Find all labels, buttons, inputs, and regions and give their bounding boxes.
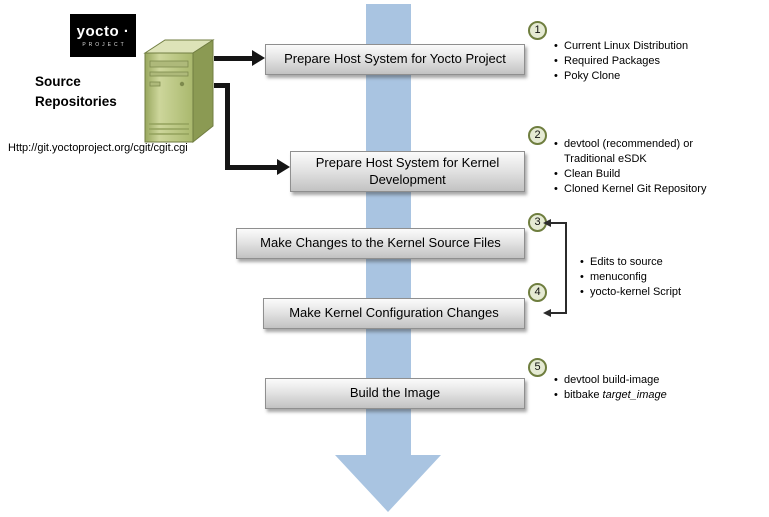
bracket-step3-arrowhead-icon xyxy=(543,219,551,227)
bracket-step4-horizontal xyxy=(550,312,565,314)
flow-arrow-down-icon xyxy=(335,455,441,512)
step2-number-badge: 2 xyxy=(528,126,547,145)
bracket-step4-arrowhead-icon xyxy=(543,309,551,317)
arrow-to-step2-horizontal xyxy=(225,165,277,170)
step1-box: Prepare Host System for Yocto Project xyxy=(265,44,525,75)
arrow-to-step2-head-icon xyxy=(277,159,290,175)
bullet-item: Poky Clone xyxy=(553,69,758,84)
arrow-to-step2-vertical xyxy=(225,83,230,170)
bracket-step3-4-vertical xyxy=(565,222,567,314)
step5-number-badge: 5 xyxy=(528,358,547,377)
arrow-to-step2-stub xyxy=(214,83,230,88)
bullet-item: Clean Build xyxy=(553,167,729,182)
bullet-item: Edits to source xyxy=(579,255,729,270)
step4-box: Make Kernel Configuration Changes xyxy=(263,298,525,329)
bracket-step3-horizontal xyxy=(550,222,565,224)
bullet-item: devtool (recommended) or Traditional eSD… xyxy=(553,137,729,167)
yocto-logo: yocto · PROJECT xyxy=(70,14,136,57)
yocto-logo-text: yocto · xyxy=(76,23,130,40)
arrow-to-step1-line xyxy=(214,56,252,61)
yocto-logo-subtext: PROJECT xyxy=(82,42,127,48)
source-repositories-url: Http://git.yoctoproject.org/cgit/cgit.cg… xyxy=(8,142,188,154)
bullet-item: bitbake target_image xyxy=(553,388,738,403)
bullet-item: Required Packages xyxy=(553,54,758,69)
step5-bullet-list: devtool build-image bitbake target_image xyxy=(553,373,738,403)
bullet-item: yocto-kernel Script xyxy=(579,285,729,300)
step3-4-shared-bullet-list: Edits to source menuconfig yocto-kernel … xyxy=(579,255,729,300)
bullet-item: Current Linux Distribution xyxy=(553,39,758,54)
bullet-text: bitbake xyxy=(564,389,603,401)
step5-box: Build the Image xyxy=(265,378,525,409)
step1-bullet-list: Current Linux Distribution Required Pack… xyxy=(553,39,758,84)
step3-box: Make Changes to the Kernel Source Files xyxy=(236,228,525,259)
bullet-italic-text: target_image xyxy=(602,389,667,401)
bullet-item: Cloned Kernel Git Repository xyxy=(553,182,729,197)
step4-number-badge: 4 xyxy=(528,283,547,302)
step2-box: Prepare Host System for Kernel Developme… xyxy=(290,151,525,192)
bullet-item: menuconfig xyxy=(579,270,729,285)
source-repositories-label: Source Repositories xyxy=(35,74,117,109)
bullet-item: devtool build-image xyxy=(553,373,738,388)
step2-bullet-list: devtool (recommended) or Traditional eSD… xyxy=(553,137,729,197)
step1-number-badge: 1 xyxy=(528,21,547,40)
computer-icon xyxy=(143,39,215,144)
arrow-to-step1-head-icon xyxy=(252,50,265,66)
bullet-text: devtool build-image xyxy=(564,374,660,386)
